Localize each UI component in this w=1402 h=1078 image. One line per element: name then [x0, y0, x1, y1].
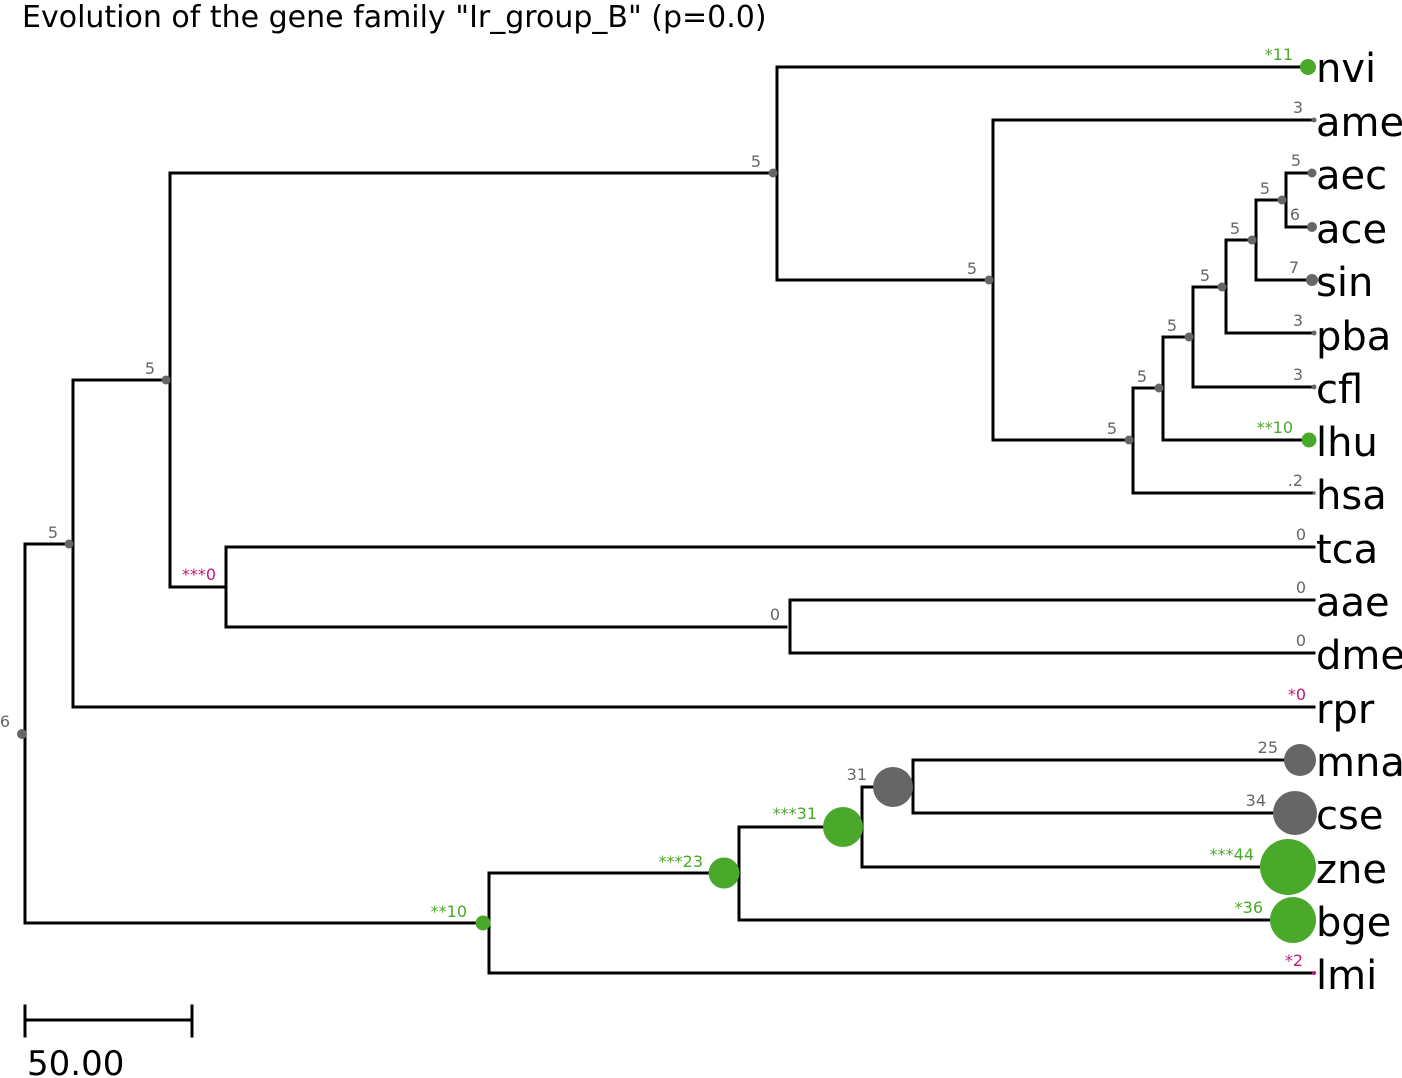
branches: [23, 65, 1316, 975]
node-count-label: 5: [967, 259, 977, 278]
leaf-label: zne: [1316, 847, 1387, 893]
scale-bar-label: 50.00: [27, 1044, 124, 1078]
leaf-marker: [1306, 274, 1318, 286]
leaf-label: cse: [1316, 793, 1383, 839]
node-marker: [17, 729, 27, 739]
leaf-marker: [1312, 491, 1316, 495]
leaf-marker: [1311, 117, 1317, 123]
leaf-label: rpr: [1316, 687, 1375, 733]
leaf-marker: [1260, 839, 1316, 895]
node-count-label: 6: [0, 712, 10, 731]
leaf-count-label: *2: [1285, 951, 1303, 970]
leaf-count-label: 5: [1291, 151, 1301, 170]
leaf-marker: [1307, 222, 1317, 232]
node-marker: [823, 807, 863, 847]
node-count-label: 5: [1137, 367, 1147, 386]
node-count-label: 5: [145, 359, 155, 378]
leaf-label: lhu: [1316, 420, 1378, 466]
node-count-label: 0: [770, 605, 780, 624]
internal-nodes: 6 5 5 5 5 5 5 5 5 5 5 ***0 0 **10 ***23 …: [0, 152, 1287, 931]
node-marker: [1124, 435, 1134, 445]
leaf-marker: [1307, 168, 1317, 178]
leaf-label: cfl: [1316, 367, 1363, 413]
node-marker: [768, 168, 778, 178]
leaf-count-label: ***44: [1210, 845, 1254, 864]
node-marker: [984, 275, 994, 285]
leaf-count-label: *36: [1235, 898, 1263, 917]
leaf-count-label: *11: [1265, 45, 1293, 64]
leaf-label: aae: [1316, 580, 1390, 626]
node-marker: [161, 375, 171, 385]
leaf-marker: [1300, 59, 1316, 75]
leaf-marker: [1273, 791, 1317, 835]
leaf-label: mna: [1316, 740, 1402, 786]
node-count-label: 5: [751, 152, 761, 171]
leaf-count-label: 3: [1293, 365, 1303, 384]
node-marker: [475, 915, 491, 931]
leaf-count-label: 0: [1296, 631, 1306, 650]
leaf-marker: [1270, 897, 1316, 943]
leaf-label: tca: [1316, 527, 1378, 573]
node-count-label: 31: [847, 765, 867, 784]
leaf-count-label: **10: [1257, 418, 1293, 437]
tree-title: Evolution of the gene family "Ir_group_B…: [22, 0, 767, 35]
leaf-count-label: 0: [1296, 525, 1306, 544]
node-marker: [873, 767, 913, 807]
node-marker: [1154, 383, 1164, 393]
leaf-label: dme: [1316, 633, 1402, 679]
node-marker: [1184, 332, 1194, 342]
leaf-marker: [1311, 330, 1317, 336]
leaf-count-label: 25: [1258, 738, 1278, 757]
leaf-count-label: .2: [1288, 471, 1303, 490]
node-count-label: ***0: [182, 565, 216, 584]
node-marker: [1247, 235, 1257, 245]
leaf-count-label: 0: [1296, 578, 1306, 597]
leaf-count-label: 3: [1293, 311, 1303, 330]
node-count-label: ***23: [659, 852, 703, 871]
node-count-label: 5: [1167, 316, 1177, 335]
node-count-label: 5: [1260, 179, 1270, 198]
node-count-label: 5: [1200, 266, 1210, 285]
leaf-count-label: *0: [1288, 685, 1306, 704]
leaf-label: lmi: [1316, 953, 1377, 999]
leaf-count-label: 34: [1246, 791, 1266, 810]
leaves: *11 nvi 3 ame 5 aec 6 ace 7 sin 3 pba 3 …: [1210, 45, 1402, 999]
leaf-label: pba: [1316, 314, 1391, 360]
leaf-label: nvi: [1316, 46, 1376, 92]
leaf-label: aec: [1316, 153, 1387, 199]
node-count-label: 5: [48, 523, 58, 542]
leaf-marker: [1284, 744, 1316, 776]
node-marker: [1217, 282, 1227, 292]
leaf-count-label: 7: [1289, 258, 1299, 277]
node-count-label: 5: [1107, 419, 1117, 438]
leaf-count-label: 6: [1290, 205, 1300, 224]
node-count-label: 5: [1230, 219, 1240, 238]
leaf-label: hsa: [1316, 473, 1387, 519]
leaf-marker: [1301, 432, 1317, 448]
leaf-label: ame: [1316, 100, 1402, 146]
leaf-label: bge: [1316, 900, 1391, 946]
leaf-count-label: 3: [1293, 98, 1303, 117]
leaf-label: ace: [1316, 207, 1387, 253]
node-marker: [708, 857, 740, 889]
leaf-label: sin: [1316, 260, 1373, 306]
node-count-label: **10: [431, 902, 467, 921]
node-count-label: ***31: [773, 804, 817, 823]
node-marker: [1277, 195, 1287, 205]
leaf-marker: [1311, 384, 1317, 390]
node-marker: [64, 539, 74, 549]
leaf-marker: [1312, 971, 1316, 975]
scale-bar: 50.00: [23, 1004, 194, 1078]
